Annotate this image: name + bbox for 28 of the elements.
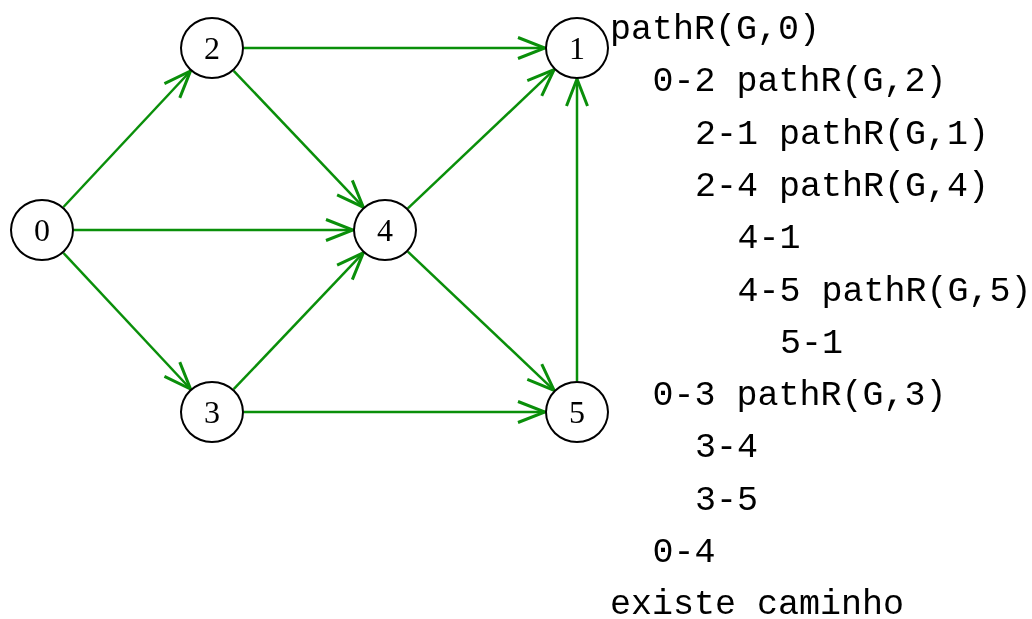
arrow (62, 252, 193, 391)
arrow (407, 250, 556, 392)
trace-line: 0-4 (652, 533, 716, 573)
trace-line: 2-1 pathR(G,1) (695, 114, 990, 155)
trace-line: existe caminho (610, 585, 905, 619)
arrow (244, 36, 547, 60)
vertex-circle: 4 (353, 199, 417, 261)
trace-line: 0-3 pathR(G,3) (652, 376, 947, 417)
arrow (232, 69, 365, 209)
trace-line: 4-5 pathR(G,5) (737, 271, 1032, 312)
arrow (232, 251, 365, 391)
trace-line: 3-5 (695, 480, 758, 521)
vertex-circle: 1 (545, 17, 609, 79)
vertex-circle: 3 (180, 381, 244, 443)
trace-line: 2-4 pathR(G,4) (695, 166, 990, 207)
trace-line: 4-1 (737, 219, 801, 260)
vertex-circle: 2 (180, 17, 244, 79)
trace-line: 0-2 pathR(G,2) (652, 62, 947, 103)
arrow (407, 68, 556, 210)
arrow (62, 69, 193, 208)
trace-line: 5-1 (780, 323, 843, 364)
trace-line: pathR(G,0) (610, 10, 821, 50)
vertex-circle: 0 (10, 199, 74, 261)
vertex-circle: 5 (545, 381, 609, 443)
trace-line: 3-4 (695, 428, 758, 469)
arrow (74, 218, 355, 242)
arrow (244, 400, 547, 424)
arrow (565, 77, 589, 381)
